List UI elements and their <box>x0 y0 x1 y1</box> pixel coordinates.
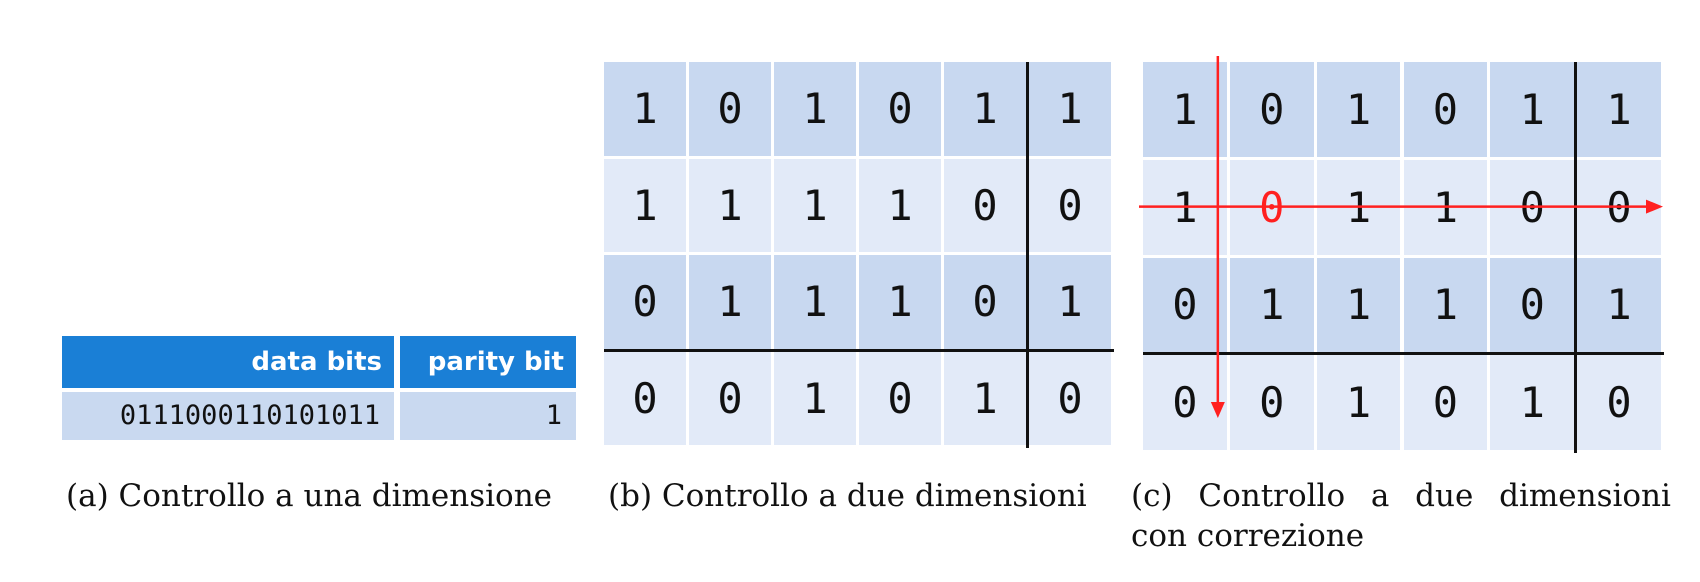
bit-cell: 1 <box>944 351 1026 445</box>
caption-c-word: (c) <box>1131 478 1173 514</box>
row-arrow-head <box>1646 199 1663 214</box>
bit-cell: 1 <box>604 62 686 156</box>
bit-cell: 0 <box>689 62 771 156</box>
parity-bit-value: 1 <box>400 392 576 440</box>
bit-cell: 1 <box>944 62 1026 156</box>
bit-cell: 1 <box>1577 257 1661 353</box>
bit-cell: 0 <box>1029 351 1111 445</box>
bit-cell: 0 <box>1403 355 1488 450</box>
bit-cell: 1 <box>689 255 771 349</box>
bit-cell: 0 <box>1229 355 1314 450</box>
caption-c-word: due <box>1415 478 1474 514</box>
bit-cell: 1 <box>1029 62 1111 156</box>
bit-cell: 1 <box>1490 355 1575 450</box>
bit-cell: 1 <box>1316 62 1401 157</box>
bit-cell: 1 <box>1403 257 1488 353</box>
bit-cell: 1 <box>1316 355 1401 450</box>
parity-row-separator <box>604 348 1114 352</box>
bit-cell: 1 <box>1143 62 1227 157</box>
caption-c-word: a <box>1370 478 1390 514</box>
bit-cell: 1 <box>859 255 941 349</box>
error-locator-arrows <box>1139 56 1663 418</box>
bit-cell: 0 <box>1143 355 1227 450</box>
bit-cell: 1 <box>774 255 856 349</box>
parity-bit-header: parity bit <box>400 336 576 388</box>
bit-cell: 1 <box>1490 62 1575 157</box>
bit-cell: 1 <box>1229 257 1314 353</box>
parity-column-separator <box>1026 62 1029 448</box>
bit-cell: 0 <box>859 62 941 156</box>
bit-cell: 1 <box>774 351 856 445</box>
bit-cell: 0 <box>689 351 771 445</box>
bit-cell: 0 <box>944 158 1026 252</box>
parity-row-separator <box>1143 352 1664 356</box>
column-arrow-head <box>1210 402 1225 418</box>
bit-cell: 0 <box>1577 355 1661 450</box>
caption-a: (a) Controllo a una dimensione <box>66 478 553 514</box>
caption-c-line1: (c) Controllo a due dimensioni <box>1131 476 1671 516</box>
bit-cell: 1 <box>1029 255 1111 349</box>
bit-cell: 0 <box>1490 257 1575 353</box>
parity-table-row: 0111000110101011 1 <box>62 388 576 440</box>
caption-c-word: Controllo <box>1198 478 1346 514</box>
bit-cell: 1 <box>1316 257 1401 353</box>
caption-c-word: dimensioni <box>1499 478 1671 514</box>
data-bits-header: data bits <box>62 336 394 388</box>
bit-cell: 1 <box>689 158 771 252</box>
bit-cell: 0 <box>944 255 1026 349</box>
bit-cell: 0 <box>604 255 686 349</box>
bit-cell: 0 <box>1403 62 1488 157</box>
data-bits-value: 0111000110101011 <box>62 392 394 440</box>
bit-cell: 1 <box>774 158 856 252</box>
parity-table: data bits parity bit 0111000110101011 1 <box>62 336 576 440</box>
caption-c: (c) Controllo a due dimensioni con corre… <box>1131 476 1671 556</box>
bit-cell: 0 <box>1143 257 1227 353</box>
bit-cell: 1 <box>859 158 941 252</box>
bit-cell: 0 <box>859 351 941 445</box>
bit-cell: 0 <box>1229 62 1314 157</box>
caption-c-line2: con correzione <box>1131 518 1365 554</box>
bit-cell: 0 <box>604 351 686 445</box>
parity-column-separator <box>1574 62 1578 453</box>
bit-cell: 1 <box>604 158 686 252</box>
caption-b: (b) Controllo a due dimensioni <box>608 478 1087 514</box>
bit-cell: 1 <box>774 62 856 156</box>
bit-cell: 0 <box>1029 158 1111 252</box>
bit-cell: 1 <box>1577 62 1661 157</box>
parity-table-header: data bits parity bit <box>62 336 576 388</box>
